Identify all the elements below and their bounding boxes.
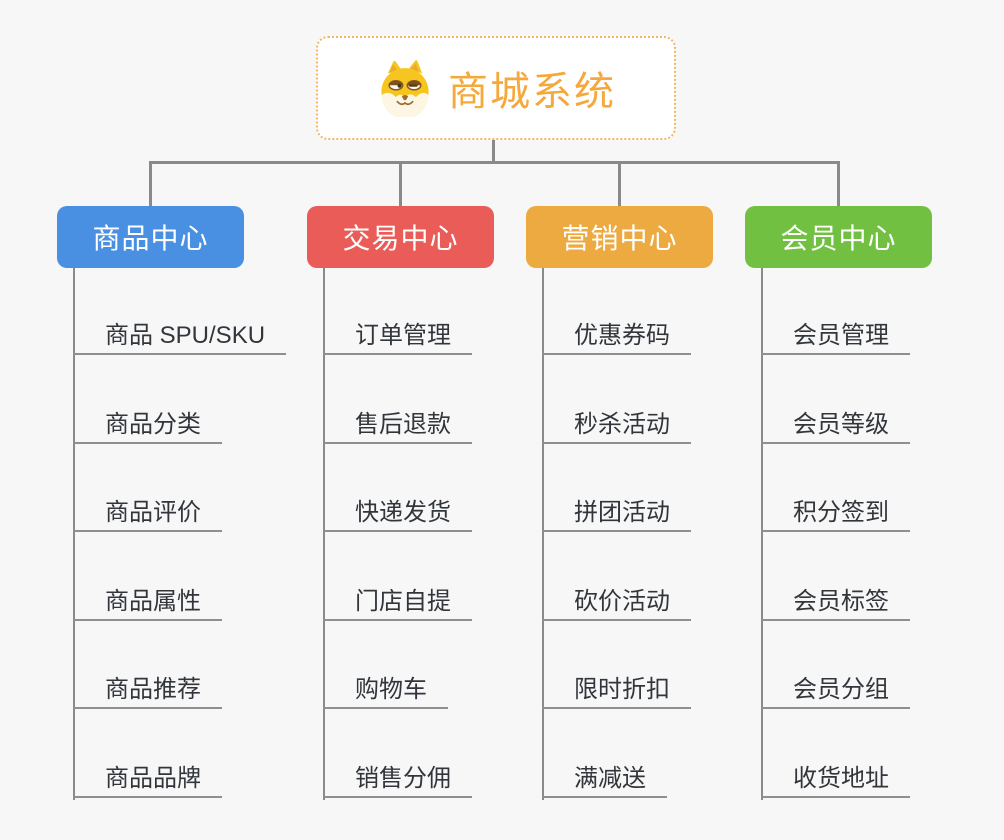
topic-node[interactable]: 快递发货 — [323, 492, 472, 533]
topic-node[interactable]: 购物车 — [323, 669, 448, 710]
connector-drop — [837, 161, 840, 206]
topic-node[interactable]: 售后退款 — [323, 404, 472, 444]
root-title: 商城系统 — [448, 70, 616, 114]
topic-node[interactable]: 会员标签 — [761, 581, 910, 621]
topic-node[interactable]: 销售分佣 — [323, 758, 472, 798]
topic-node[interactable]: 商品品牌 — [73, 758, 222, 798]
topic-node[interactable]: 订单管理 — [323, 315, 472, 355]
root-topic[interactable]: 商城系统 — [316, 36, 676, 140]
connector-stem — [492, 140, 495, 164]
topic-node[interactable]: 满减送 — [542, 758, 667, 798]
connector-drop — [399, 161, 402, 206]
branch-header-3[interactable]: 营销中心 — [526, 206, 713, 268]
topic-node[interactable]: 会员管理 — [761, 315, 910, 355]
connector-drop — [149, 161, 152, 206]
topic-node[interactable]: 收货地址 — [761, 758, 910, 798]
branch-header-1[interactable]: 商品中心 — [57, 206, 244, 268]
topic-node[interactable]: 商品 SPU/SKU — [73, 315, 287, 355]
branch-header-4[interactable]: 会员中心 — [745, 206, 932, 268]
branch-spine-1 — [73, 268, 75, 800]
doge-icon — [381, 60, 429, 117]
connector-drop — [618, 161, 621, 206]
topic-node[interactable]: 优惠券码 — [542, 315, 691, 355]
branch-spine-2 — [323, 268, 325, 800]
topic-node[interactable]: 限时折扣 — [542, 669, 691, 710]
topic-node[interactable]: 会员等级 — [761, 404, 910, 444]
topic-node[interactable]: 积分签到 — [761, 492, 910, 533]
topic-node[interactable]: 商品属性 — [73, 581, 222, 621]
connector-bus — [149, 161, 840, 164]
topic-node[interactable]: 门店自提 — [323, 581, 472, 621]
topic-node[interactable]: 砍价活动 — [542, 581, 691, 621]
topic-node[interactable]: 秒杀活动 — [542, 404, 691, 444]
branch-spine-3 — [542, 268, 544, 800]
branch-spine-4 — [761, 268, 763, 800]
topic-node[interactable]: 商品推荐 — [73, 669, 222, 710]
topic-node[interactable]: 拼团活动 — [542, 492, 691, 533]
topic-node[interactable]: 商品分类 — [73, 404, 222, 444]
topic-node[interactable]: 商品评价 — [73, 492, 222, 533]
topic-node[interactable]: 会员分组 — [761, 669, 910, 710]
branch-header-2[interactable]: 交易中心 — [307, 206, 494, 268]
